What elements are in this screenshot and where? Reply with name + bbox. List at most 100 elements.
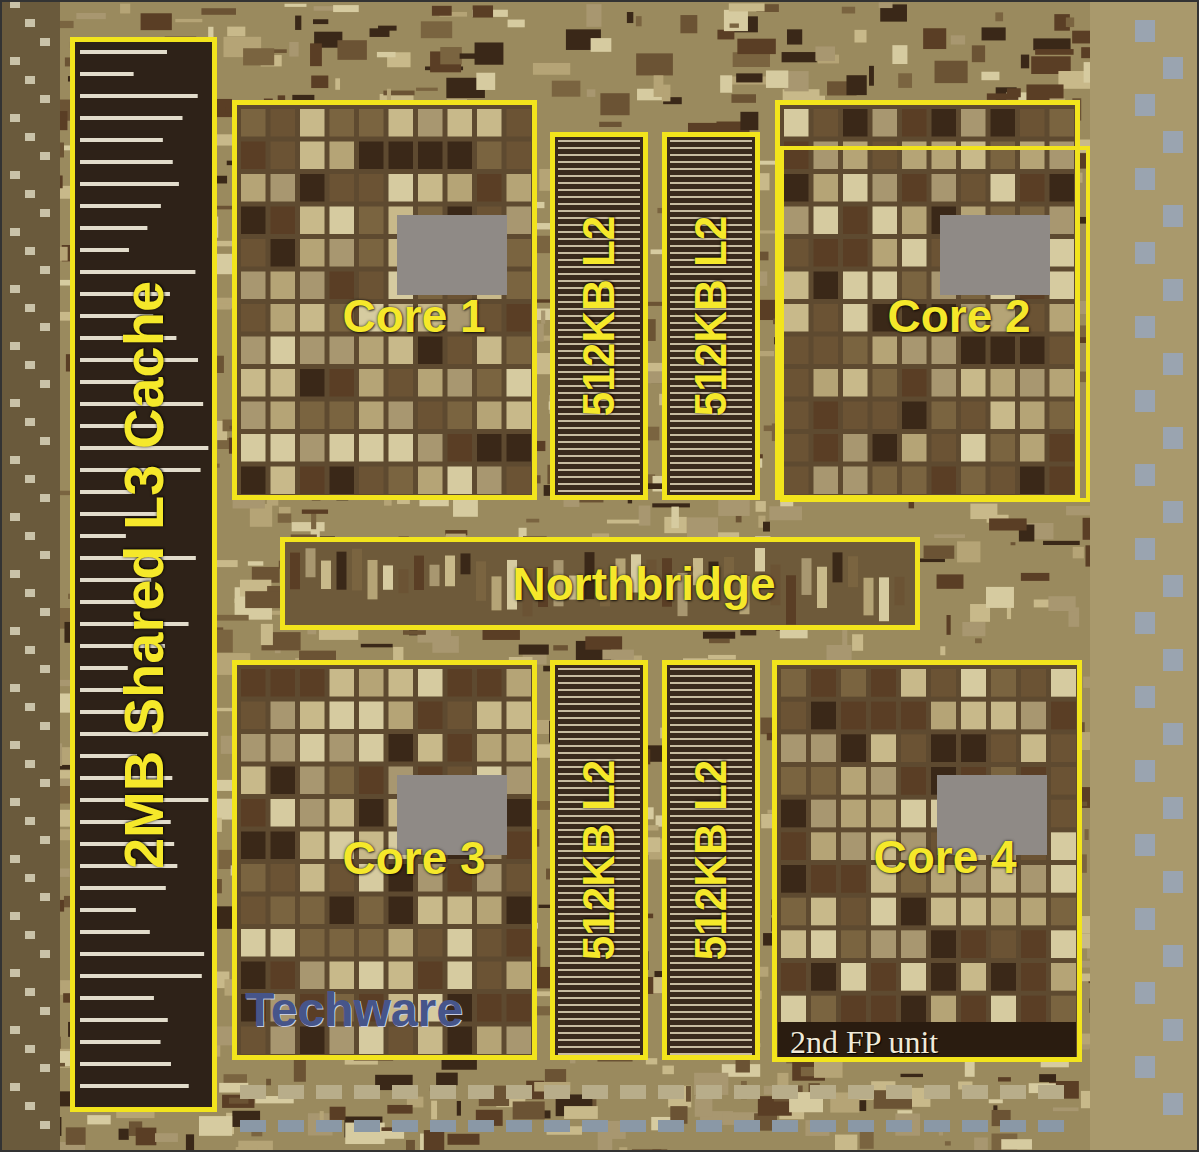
cache-row (558, 182, 640, 184)
bond-pad (10, 285, 20, 293)
die-texture (587, 89, 596, 97)
bond-pad (25, 19, 35, 27)
cache-row (80, 160, 173, 164)
die-texture (951, 35, 965, 44)
die-texture (860, 1130, 874, 1149)
bond-pad (1163, 945, 1183, 967)
die-texture (937, 574, 964, 588)
die-texture (934, 534, 965, 538)
die-texture (302, 510, 328, 514)
die-texture (199, 1116, 232, 1136)
bond-pad (40, 437, 50, 445)
bond-pad (1135, 686, 1155, 708)
cache-row (558, 483, 640, 485)
die-texture (602, 650, 633, 660)
bond-pad (25, 76, 35, 84)
die-texture (416, 88, 438, 91)
die-texture (717, 30, 734, 40)
die-texture (76, 13, 105, 19)
bond-pad (658, 1120, 684, 1132)
bond-pad (10, 969, 20, 977)
die-texture (387, 1105, 412, 1114)
cache-row (670, 441, 752, 443)
cache-row (80, 908, 136, 912)
cache-row (558, 1011, 640, 1013)
bond-pad (392, 1120, 418, 1132)
bond-pad (848, 1085, 874, 1099)
die-texture (440, 47, 462, 64)
bond-pad (25, 1102, 35, 1110)
cache-row (670, 745, 752, 747)
cache-row (558, 175, 640, 177)
cache-row (670, 476, 752, 478)
cache-row (558, 427, 640, 429)
die-texture (686, 1086, 691, 1102)
die-texture (120, 4, 130, 14)
cache-row (558, 1046, 640, 1048)
cache-row (670, 168, 752, 170)
cache-row (670, 154, 752, 156)
die-texture (935, 61, 968, 83)
die-texture (962, 622, 985, 636)
bond-pad (25, 874, 35, 882)
bond-pad (430, 1085, 456, 1099)
cache-row (670, 969, 752, 971)
die-texture (201, 8, 236, 15)
bond-pad (25, 646, 35, 654)
bond-pad (1163, 797, 1183, 819)
bond-pad (10, 456, 20, 464)
cache-row (670, 752, 752, 754)
die-texture (647, 837, 660, 852)
cache-row (558, 154, 640, 156)
die-texture (295, 16, 301, 30)
bond-pad (1163, 205, 1183, 227)
cache-row (80, 72, 134, 76)
cache-row (558, 710, 640, 712)
bond-pad (40, 152, 50, 160)
bond-pad (40, 665, 50, 673)
die-texture (564, 1106, 598, 1119)
cache-row (558, 420, 640, 422)
bond-pad (40, 1121, 50, 1129)
die-texture (736, 73, 762, 82)
die-texture (66, 1127, 86, 1145)
bond-pad (1135, 1056, 1155, 1078)
die-texture (1021, 55, 1029, 69)
die-edge (1090, 0, 1199, 1152)
die-texture (155, 1133, 178, 1142)
cache-row (670, 983, 752, 985)
cache-array (666, 136, 756, 496)
die-texture (313, 19, 328, 24)
bond-pad (278, 1085, 304, 1099)
bond-pad (506, 1120, 532, 1132)
die-texture (600, 93, 629, 115)
bond-pad (40, 779, 50, 787)
die-texture (598, 1131, 613, 1152)
cache-row (80, 1084, 189, 1088)
die-texture (654, 75, 664, 97)
die-texture (782, 52, 817, 62)
die-texture (243, 48, 274, 65)
die-texture (216, 615, 248, 621)
die-texture (1039, 1074, 1056, 1082)
bond-pad (810, 1085, 836, 1099)
die-texture (940, 646, 945, 655)
cache-row (558, 147, 640, 149)
cache-row (670, 147, 752, 149)
cache-row (670, 448, 752, 450)
die-texture (1011, 542, 1016, 545)
bond-pad (40, 608, 50, 616)
die-texture (337, 40, 366, 60)
die-texture (995, 12, 1003, 21)
bond-pad (40, 380, 50, 388)
bond-pad (40, 95, 50, 103)
bond-pad (1135, 982, 1155, 1004)
cache-row (670, 161, 752, 163)
bond-pad (40, 1064, 50, 1072)
bond-pad (392, 1085, 418, 1099)
die-texture (998, 1077, 1011, 1081)
bond-pad (658, 1085, 684, 1099)
bond-pad (1163, 871, 1183, 893)
die-texture (1007, 88, 1021, 97)
